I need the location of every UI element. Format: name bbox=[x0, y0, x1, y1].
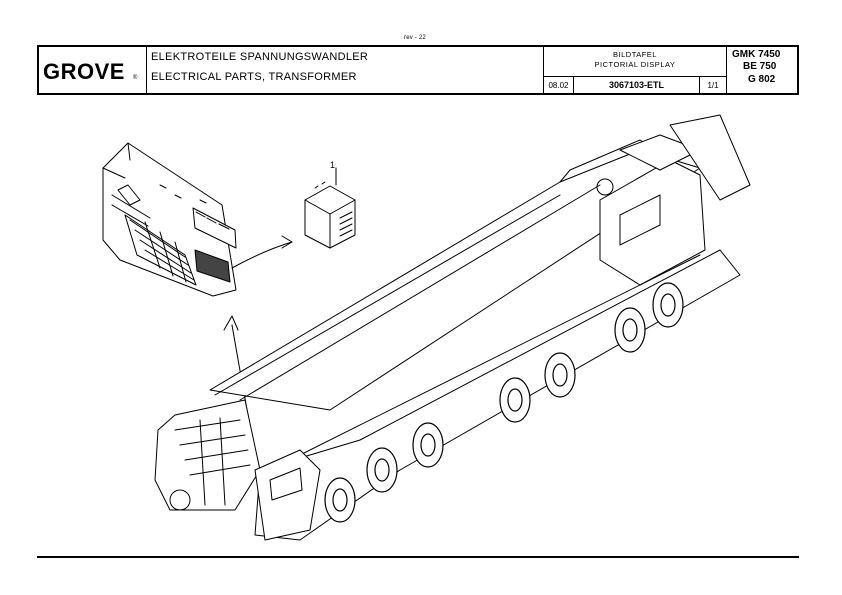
logo-registered-mark: ® bbox=[133, 75, 138, 81]
display-type-cell: BILDTAFEL PICTORIAL DISPLAY bbox=[544, 47, 727, 77]
title-block: GROVE ® ELEKTROTEILE SPANNUNGSWANDLER EL… bbox=[37, 45, 799, 95]
model-list: GMK 7450 BE 750 G 802 bbox=[727, 47, 797, 93]
mounting-plate-detail bbox=[102, 142, 237, 297]
crane-pictorial-drawing bbox=[102, 114, 751, 541]
crane-wheels bbox=[324, 282, 684, 523]
model-2: BE 750 bbox=[743, 61, 777, 72]
model-3: G 802 bbox=[748, 74, 776, 85]
document-number: 3067103-ETL bbox=[574, 77, 700, 93]
display-english: PICTORIAL DISPLAY bbox=[594, 60, 676, 69]
bottom-rule bbox=[37, 556, 799, 558]
grove-logo: GROVE ® bbox=[39, 47, 147, 93]
detail-arrow bbox=[231, 241, 293, 269]
title-english: ELECTRICAL PARTS, TRANSFORMER bbox=[151, 71, 357, 83]
display-german: BILDTAFEL bbox=[613, 50, 657, 59]
part-callout-number: 1 bbox=[330, 160, 336, 170]
crane-line-art bbox=[154, 114, 751, 541]
arrow-head bbox=[281, 235, 293, 249]
date-cell: 08.02 bbox=[544, 77, 574, 93]
model-1: GMK 7450 bbox=[732, 49, 781, 60]
location-arrow-head bbox=[223, 315, 239, 331]
page-tag: rev - 22 bbox=[404, 35, 426, 41]
logo-text: GROVE bbox=[43, 59, 125, 84]
page-number: 1/1 bbox=[700, 77, 727, 93]
title-cell: ELEKTROTEILE SPANNUNGSWANDLER ELECTRICAL… bbox=[147, 47, 544, 93]
transformer-part bbox=[304, 167, 356, 249]
title-german: ELEKTROTEILE SPANNUNGSWANDLER bbox=[151, 51, 369, 63]
